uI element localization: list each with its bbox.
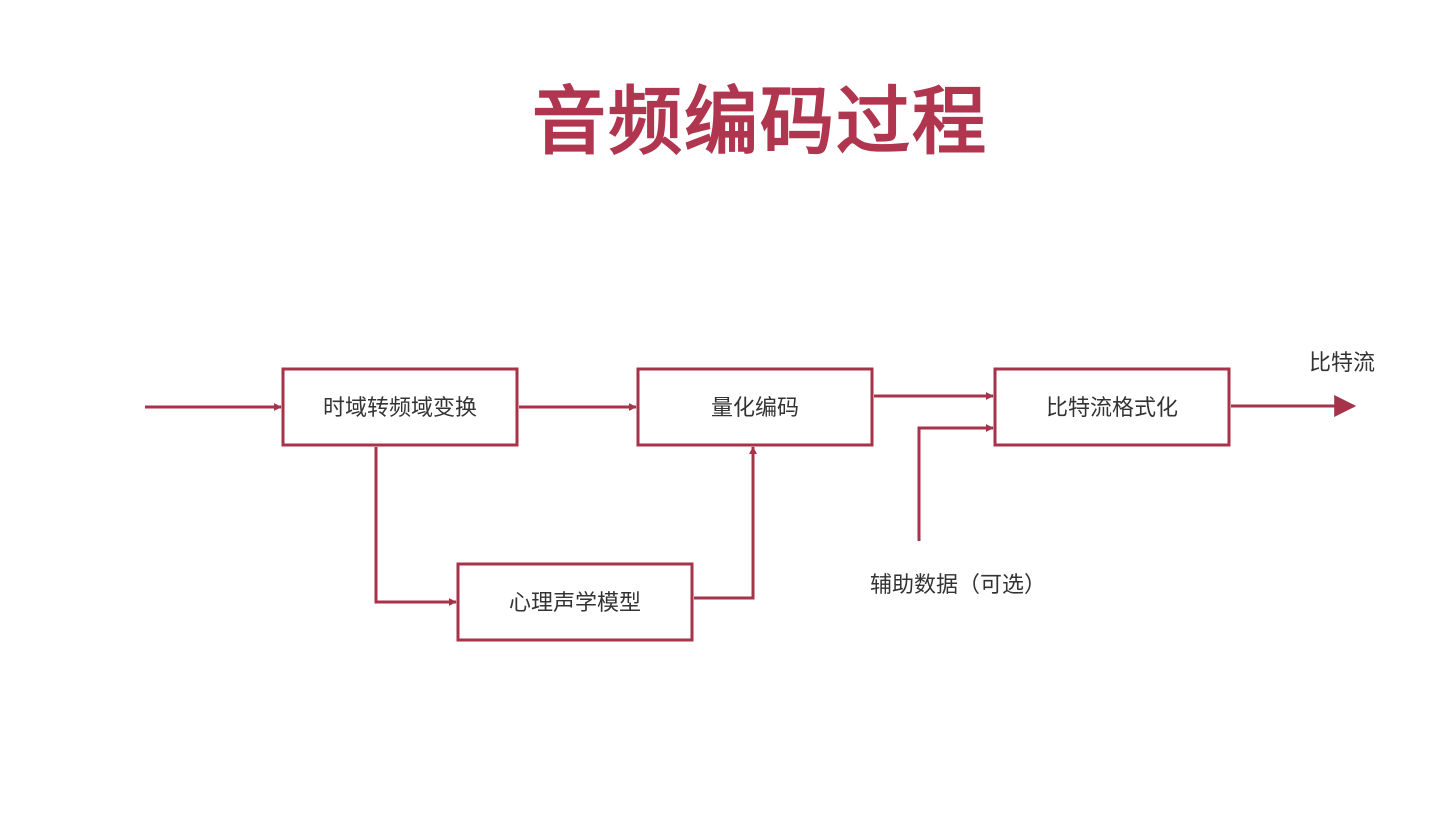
box-time-freq-transform-label: 时域转频域变换 xyxy=(323,396,477,421)
box-quantization-coding: 量化编码 xyxy=(636,367,874,447)
arrow-aux-data-to-format xyxy=(917,424,994,541)
box-bitstream-formatting: 比特流格式化 xyxy=(993,367,1231,447)
aux-data-label: 辅助数据（可选） xyxy=(870,573,1046,598)
arrow-psychoacoustic-to-quantize xyxy=(694,446,757,600)
box-time-freq-transform: 时域转频域变换 xyxy=(281,367,519,447)
page-title: 音频编码过程 xyxy=(532,79,988,165)
box-psychoacoustic-model: 心理声学模型 xyxy=(456,562,694,642)
box-bitstream-formatting-label: 比特流格式化 xyxy=(1046,396,1178,421)
box-quantization-coding-label: 量化编码 xyxy=(711,396,799,421)
box-psychoacoustic-model-label: 心理声学模型 xyxy=(509,591,641,616)
arrow-transform-to-psychoacoustic xyxy=(374,447,457,606)
output-bitstream-label: 比特流 xyxy=(1309,351,1375,376)
